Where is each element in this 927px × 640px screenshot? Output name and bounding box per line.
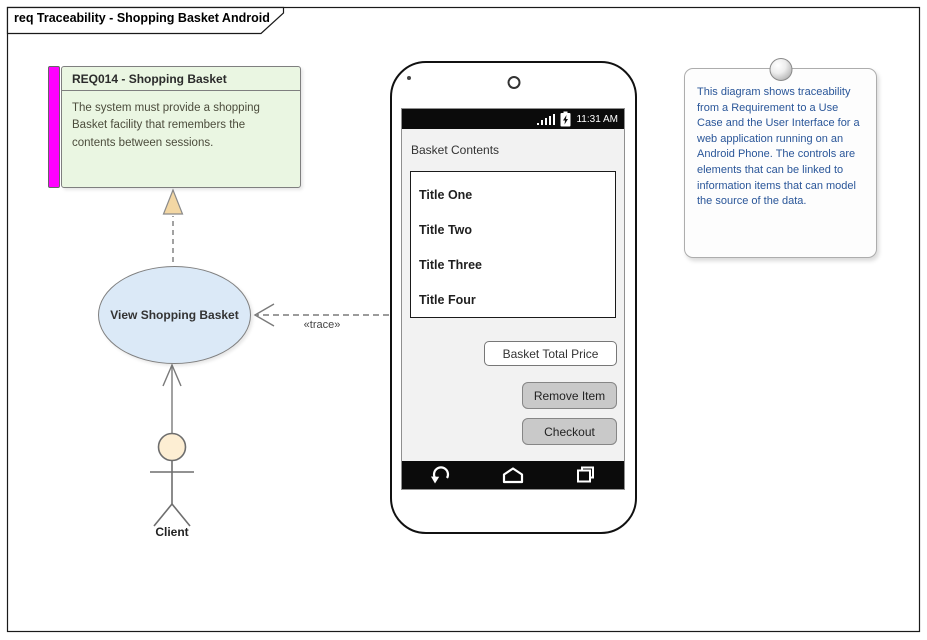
basket-total-price-field[interactable]: Basket Total Price [484, 341, 617, 366]
requirement-color-bar [48, 66, 60, 188]
trace-stereotype-label: «trace» [303, 319, 341, 331]
home-icon [502, 467, 524, 484]
checkout-button[interactable]: Checkout [522, 418, 617, 445]
nav-bar [402, 461, 624, 489]
diagram-frame-border [6, 6, 921, 633]
back-button[interactable] [428, 463, 454, 487]
diagram-title: req Traceability - Shopping Basket Andro… [14, 11, 270, 25]
note-element[interactable]: This diagram shows traceability from a R… [684, 58, 877, 258]
back-icon [431, 466, 450, 484]
requirement-description: The system must provide a shopping Baske… [72, 102, 260, 149]
realization-connector[interactable] [162, 188, 184, 262]
remove-item-button[interactable]: Remove Item [522, 382, 617, 409]
requirement-body-box: REQ014 - Shopping Basket The system must… [61, 66, 301, 188]
front-camera-icon [507, 76, 520, 89]
association-arrowhead-icon [162, 363, 182, 387]
note-text: This diagram shows traceability from a R… [697, 86, 860, 208]
battery-charging-icon [560, 111, 571, 127]
use-case-ellipse[interactable]: View Shopping Basket [98, 266, 251, 364]
status-time: 11:31 AM [576, 113, 618, 125]
list-item[interactable]: Title Four [419, 292, 476, 307]
requirement-element[interactable]: REQ014 - Shopping Basket The system must… [48, 66, 301, 188]
proximity-sensor-dot-icon [407, 76, 411, 80]
actor-head [157, 432, 187, 462]
phone-screen: Basket Contents Title One Title Two Titl… [402, 129, 624, 461]
recents-button[interactable] [572, 463, 598, 487]
basket-contents-label: Basket Contents [411, 143, 500, 157]
basket-list[interactable]: Title One Title Two Title Three Title Fo… [410, 171, 616, 318]
actor-label: Client [155, 525, 189, 539]
use-case-label: View Shopping Basket [110, 308, 239, 322]
trace-connector[interactable] [253, 303, 389, 327]
phone-screen-stack: 11:31 AM Basket Contents Title One Title… [401, 108, 625, 490]
trace-arrowhead-icon [253, 303, 275, 327]
actor-client[interactable] [150, 432, 194, 527]
status-bar: 11:31 AM [402, 109, 624, 129]
list-item[interactable]: Title Two [419, 222, 473, 237]
association-connector[interactable] [162, 363, 182, 433]
signal-strength-icon [536, 113, 556, 125]
list-item[interactable]: Title Three [419, 257, 482, 272]
note-pin-sphere-icon [769, 58, 792, 81]
home-button[interactable] [500, 463, 526, 487]
diagram-frame-tab [6, 6, 285, 35]
recent-apps-icon [577, 466, 594, 483]
requirement-title: REQ014 - Shopping Basket [62, 67, 300, 91]
realization-arrowhead-icon [162, 188, 184, 215]
android-phone-element[interactable]: 11:31 AM Basket Contents Title One Title… [390, 61, 637, 534]
list-item[interactable]: Title One [419, 187, 473, 202]
